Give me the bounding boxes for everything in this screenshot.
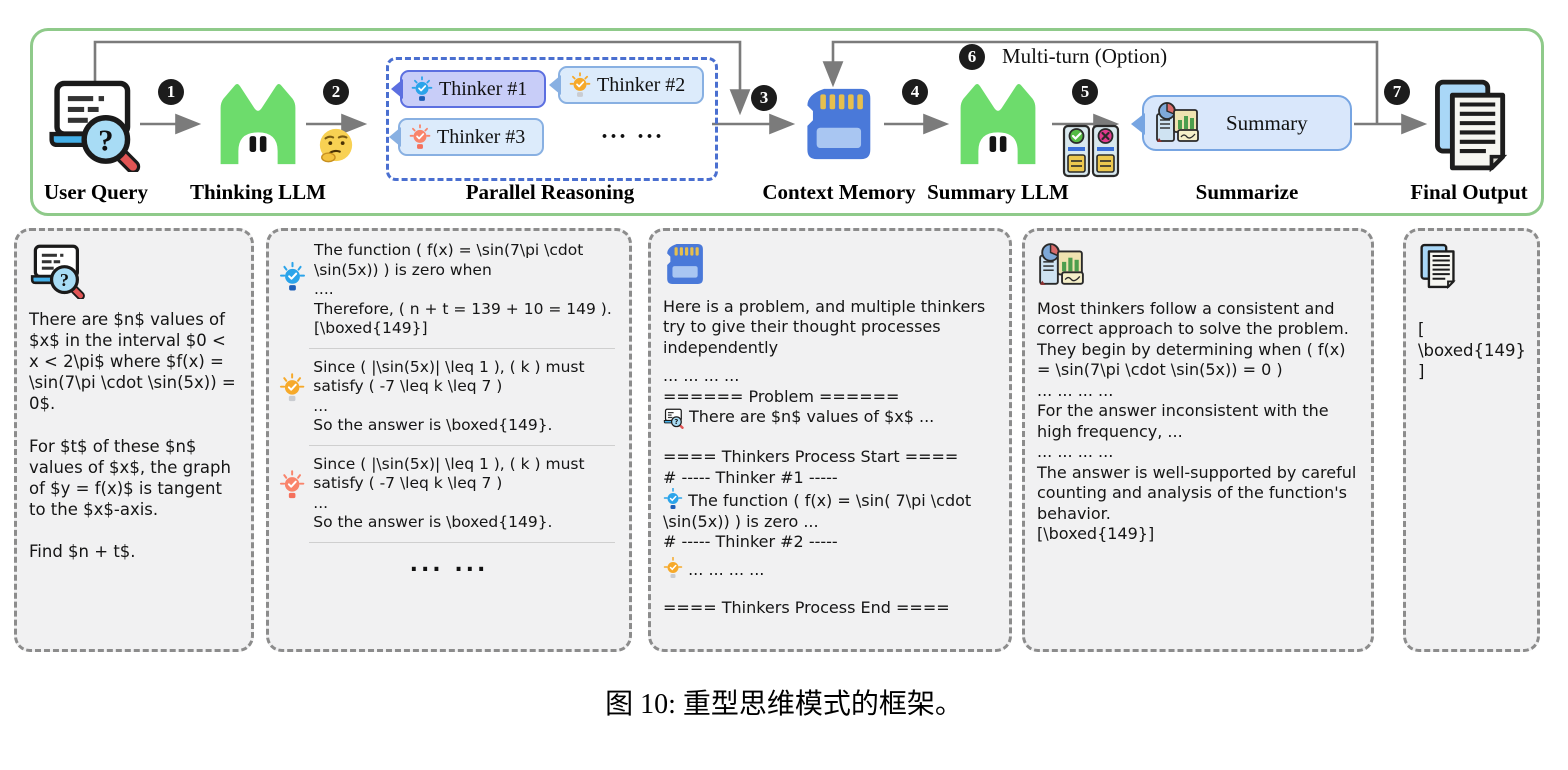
sd-card-icon [807,88,871,160]
lightbulb-check-blue-mini-icon [663,488,683,510]
user-query-panel: ? There are $n$ values of $x$ in the int… [14,228,254,652]
lightbulb-check-blue-icon [411,76,433,101]
thinker-2-label: Thinker #2 [597,73,686,96]
thinker-3-output: Since ( |\sin(5x)| \leq 1 ), ( k ) must … [279,455,619,533]
final-output-text: [ \boxed{149} ] [1418,320,1526,382]
verify-cards-icon [1062,124,1120,178]
memory-problem-header: ====== Problem ====== [663,386,900,406]
thinking-llm-logo-icon [220,83,296,165]
memory-dots: ... ... ... ... [663,366,740,386]
summary-report-icon [1039,243,1084,285]
thinker-1-text: The function ( f(x) = \sin(7\pi \cdot \s… [313,241,612,338]
summary-text: Most thinkers follow a consistent and co… [1037,299,1357,544]
lightbulb-check-blue-icon [280,261,305,291]
memory-thinker2-text: ... ... ... ... [663,556,997,580]
summary-report-icon [1156,102,1199,142]
stage-label-summarize: Summarize [1195,180,1299,204]
step-4-badge: 4 [902,79,928,105]
thinker-1-output: The function ( f(x) = \sin(7\pi \cdot \s… [279,241,619,339]
svg-text:?: ? [60,270,69,290]
stage-label-final-output: Final Output [1410,180,1528,204]
summary-panel: Most thinkers follow a consistent and co… [1022,228,1374,652]
sd-card-icon [667,244,703,284]
step-7-badge: 7 [1384,79,1410,105]
lightbulb-check-yellow-icon [569,72,591,97]
step-3-badge: 3 [751,85,777,111]
documents-icon [1435,79,1508,172]
more-thinkers-dots: ... ... [601,118,665,144]
thinker-3-label: Thinker #3 [437,125,526,148]
lightbulb-check-yellow-icon [279,372,305,401]
user-query-text: There are $n$ values of $x$ in the inter… [29,310,236,562]
stage-label-summary-llm: Summary LLM [927,180,1069,204]
memory-start-header: ==== Thinkers Process Start ==== [663,447,959,467]
stage-label-parallel-reasoning: Parallel Reasoning [465,180,635,204]
stage-label-user-query: User Query [43,180,148,204]
thinker-2-output: Since ( |\sin(5x)| \leq 1 ), ( k ) must … [279,358,619,436]
memory-thinker1-text: The function ( f(x) = \sin( 7\pi \cdot \… [663,488,997,532]
memory-intro: Here is a problem, and multiple thinkers… [663,297,986,357]
step-5-badge: 5 [1072,79,1098,105]
laptop-search-icon: ? [49,80,141,172]
parallel-reasoning-box [386,57,718,181]
thinker-3-text: Since ( |\sin(5x)| \leq 1 ), ( k ) must … [313,454,585,532]
thinker-2-text: Since ( |\sin(5x)| \leq 1 ), ( k ) must … [313,357,585,435]
lightbulb-check-yellow-mini-icon [663,556,683,578]
lightbulb-check-orange-icon [279,469,305,498]
thinker-1-label: Thinker #1 [439,77,528,100]
memory-problem-line: ? There are $n$ values of $x$ ... [663,407,997,430]
summary-llm-logo-icon [960,83,1036,165]
summary-bubble-text: Summary [1226,110,1308,135]
figure-caption: 图 10: 重型思维模式的框架。 [605,689,963,720]
step-2-badge: 2 [323,79,349,105]
context-memory-panel: Here is a problem, and multiple thinkers… [648,228,1012,652]
lightbulb-check-orange-icon [409,124,431,149]
thinking-face-icon [319,128,353,163]
thinker-2-badge: Thinker #2 [549,66,704,104]
multi-turn-label: Multi-turn (Option) [1002,44,1168,68]
memory-thinker1-header: # ----- Thinker #1 ----- [663,467,838,487]
stage-label-context-memory: Context Memory [762,180,916,204]
memory-end-header: ==== Thinkers Process End ==== [663,598,950,618]
thinker-1-badge: Thinker #1 [391,70,546,108]
stage-label-thinking-llm: Thinking LLM [190,180,326,204]
svg-text:?: ? [674,418,678,426]
laptop-search-mini-icon: ? [663,408,684,430]
more-outputs-dots: ... ... [409,551,489,577]
memory-thinker2-header: # ----- Thinker #2 ----- [663,532,838,552]
framework-diagram: ? User Query 1 Thinking LLM 2 Thinker #1 [0,0,1568,218]
summary-bubble: Summary [1131,95,1352,151]
laptop-search-icon: ? [30,244,85,301]
documents-icon [1420,243,1456,290]
step-1-badge: 1 [158,79,184,105]
memory-problem-text: There are $n$ values of $x$ ... [689,407,935,427]
thinker-3-badge: Thinker #3 [389,118,544,156]
svg-text:?: ? [98,123,113,157]
step-6-badge: 6 [959,44,985,70]
final-output-panel: [ \boxed{149} ] [1403,228,1540,652]
thinkers-panel: The function ( f(x) = \sin(7\pi \cdot \s… [266,228,632,652]
